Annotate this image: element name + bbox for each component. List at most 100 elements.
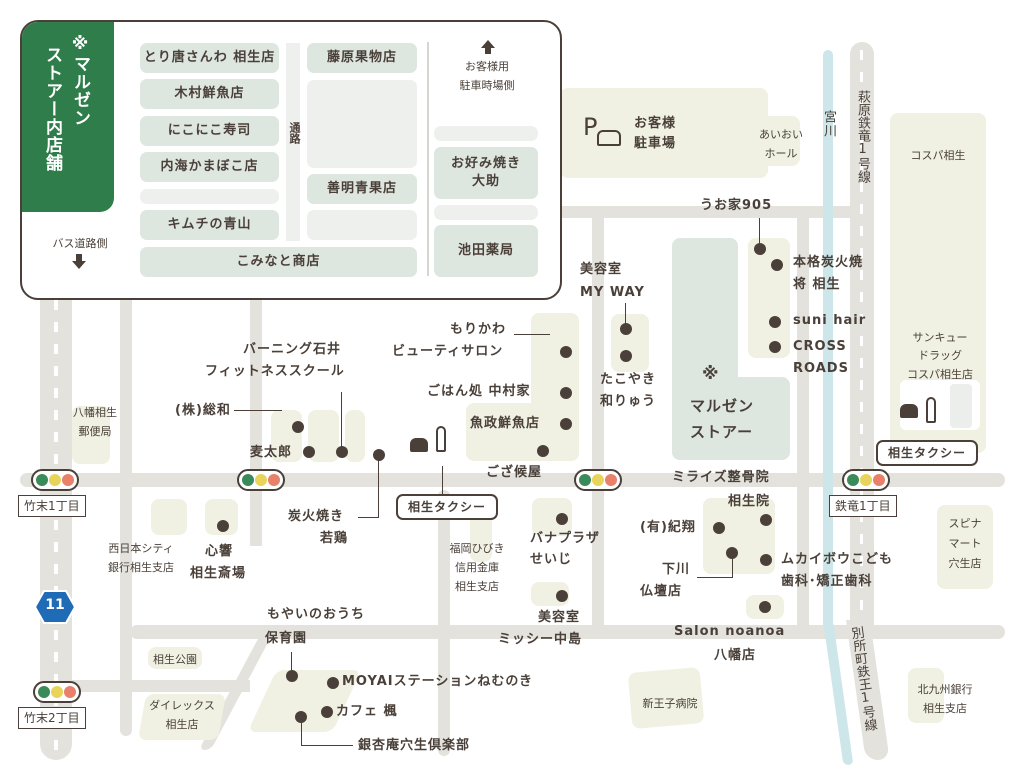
cafe-marker[interactable] (321, 706, 333, 718)
shimokawa-leader-h (697, 577, 733, 578)
road-hagihara-centerline (860, 50, 863, 630)
salon-marker[interactable] (759, 601, 771, 613)
honkaku-marker[interactable] (771, 259, 783, 271)
arrow-up-stem (485, 48, 491, 54)
aisle-label: 通路 (288, 122, 301, 144)
honkaku-line2: 将 相生 (793, 277, 841, 292)
suni-label: suni hair (793, 313, 867, 328)
kisho-marker[interactable] (713, 522, 725, 534)
fukuoka-line3: 相生支店 (455, 580, 499, 593)
parking-label-line1: お客様 (634, 116, 677, 131)
shop-torikara[interactable]: とり唐さんわ 相生店 (140, 43, 279, 73)
aioi-hall-block (760, 116, 800, 166)
maruzen-line2[interactable]: ストアー (690, 423, 754, 441)
shop-utsumi[interactable]: 内海かまぼこ店 (140, 152, 279, 182)
kitakyu-block (908, 668, 944, 723)
sowa-marker[interactable] (292, 421, 304, 433)
cross-marker[interactable] (769, 341, 781, 353)
nishinihon-block (151, 499, 187, 535)
myway-leader (625, 303, 626, 325)
intersection-takesue2: 竹末2丁目 (18, 707, 86, 729)
missy-marker[interactable] (556, 590, 568, 602)
cosupa-label: コスパ相生 (910, 149, 966, 162)
moyai-station-marker[interactable] (327, 677, 339, 689)
shinoji-label: 新王子病院 (642, 697, 698, 710)
direx-line2: 相生店 (165, 718, 199, 731)
salon-line1: Salon noanoa (674, 624, 786, 639)
mugitaro-label: 麦太郎 (250, 445, 293, 460)
shimokawa-marker[interactable] (726, 547, 738, 559)
parking-side-line1: お客様用 (465, 60, 509, 73)
banana-marker[interactable] (556, 513, 568, 525)
uomasa-marker[interactable] (560, 418, 572, 430)
ginkyoan-marker[interactable] (295, 711, 307, 723)
parking-label-line2: 駐車場 (634, 136, 677, 151)
mukaibo-marker[interactable] (760, 554, 772, 566)
road-v2 (120, 296, 132, 736)
kisho-label: (有)紀翔 (640, 520, 696, 535)
shop-kimuchi[interactable]: キムチの青山 (140, 210, 279, 240)
inset-title-line2: ストアー内店舗 (42, 46, 62, 172)
myway-marker[interactable] (620, 323, 632, 335)
traffic-signal-takesue1 (31, 469, 79, 491)
road-centerline (54, 300, 58, 750)
shinkyo-marker[interactable] (217, 520, 229, 532)
shop-kimura[interactable]: 木村鮮魚店 (140, 79, 279, 109)
shop-okonomi[interactable]: お好み焼き 大助 (434, 147, 538, 199)
inset-divider (427, 42, 429, 276)
shop-kominato[interactable]: こみなと商店 (140, 247, 417, 277)
uoya-marker[interactable] (754, 243, 766, 255)
shop-empty-2 (307, 80, 417, 168)
moyai-marker[interactable] (286, 670, 298, 682)
takoyaki-marker[interactable] (620, 350, 632, 362)
moyai-station-label: MOYAIステーションねむのき (342, 674, 533, 689)
mugitaro-marker[interactable] (303, 446, 315, 458)
gozasoro-marker[interactable] (537, 445, 549, 457)
shop-fujiwara[interactable]: 藤原果物店 (307, 43, 417, 73)
taxi-tag-west[interactable]: 相生タクシー (396, 494, 499, 520)
suni-marker[interactable] (769, 316, 781, 328)
traffic-signal-takesue2 (33, 681, 81, 703)
nishinihon-line1: 西日本シティ (108, 542, 174, 555)
shop-ikeda[interactable]: 池田薬局 (434, 225, 538, 277)
shop-nikoniko[interactable]: にこにこ寿司 (140, 116, 279, 146)
fukuoka-line1: 福岡ひびき (449, 542, 505, 555)
sumibi-line1: 炭火焼き (288, 509, 345, 524)
bus-side-label: バス道路側 (52, 237, 108, 250)
road-v6 (797, 212, 809, 632)
takoyaki-block (611, 314, 649, 372)
route-hagihara-label: 萩原鉄竜1号線 (855, 90, 870, 183)
spina-line3: 穴生店 (948, 557, 982, 570)
sumibi-marker[interactable] (373, 449, 385, 461)
intersection-tetsuryu1: 鉄竜1丁目 (829, 495, 897, 517)
morikawa-marker[interactable] (560, 346, 572, 358)
uoya-leader (759, 218, 760, 246)
shop-zenmei[interactable]: 善明青果店 (307, 174, 417, 204)
post-office-line1: 八幡相生 (73, 406, 117, 419)
spina-block (937, 505, 993, 589)
gohan-marker[interactable] (560, 387, 572, 399)
miraizu-line2: 相生院 (728, 494, 771, 509)
aioi-hall-line1: あいおい (759, 128, 803, 141)
shop-empty-1 (140, 189, 279, 204)
moyai-line2: 保育園 (265, 631, 308, 646)
burning-marker[interactable] (336, 446, 348, 458)
parking-block (560, 88, 768, 178)
missy-line2: ミッシー中島 (498, 632, 583, 647)
spina-line2: マート (948, 537, 982, 550)
inset-header: ※マルゼン ストアー内店舗 (22, 22, 114, 212)
banana-line1: バナプラザ (530, 531, 601, 546)
mukaibo-line1: ムカイボウこども (781, 552, 894, 567)
sumibi-line2: 若鶏 (320, 531, 349, 546)
road-v4 (438, 490, 450, 756)
miraizu-marker[interactable] (760, 514, 772, 526)
uomasa-block (466, 403, 579, 461)
aioi-hall-line2: ホール (764, 147, 798, 160)
cafe-label: カフェ 楓 (336, 704, 398, 719)
sumibi-leader-v (378, 458, 379, 518)
uoya-label: うお家905 (700, 198, 773, 213)
taxi-tag-east[interactable]: 相生タクシー (876, 440, 979, 466)
maruzen-line1[interactable]: マルゼン (690, 397, 755, 415)
myway-line2: MY WAY (580, 285, 645, 300)
arrow-down-icon (72, 261, 86, 269)
